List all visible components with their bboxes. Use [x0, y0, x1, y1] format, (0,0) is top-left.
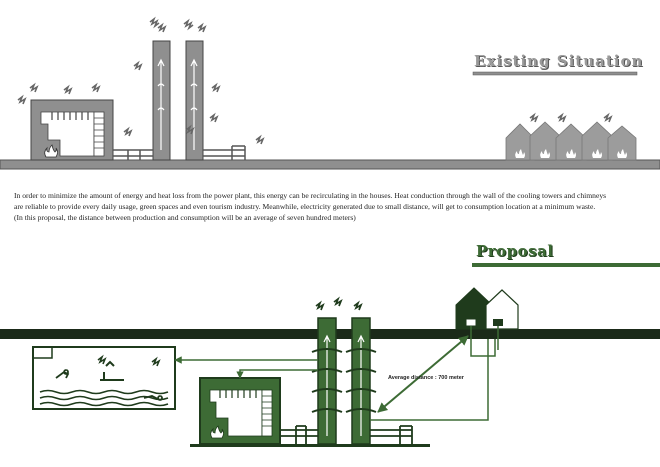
existing-heat-loss-icons [17, 16, 613, 145]
existing-pipe [113, 145, 246, 160]
proposal-recreation-pool [32, 346, 176, 410]
existing-title-underline [472, 71, 638, 76]
proposal-base-ground [190, 444, 430, 447]
proposal-diagram [0, 263, 660, 447]
proposal-chimney-right [345, 317, 377, 445]
existing-chimney-left [152, 40, 171, 161]
proposal-title-underline [472, 263, 660, 267]
existing-situation-title: Existing Situation [474, 52, 644, 70]
diving-board-icon [100, 360, 124, 381]
description-line-2: are reliable to provide every daily usag… [14, 202, 596, 211]
description-line-1: In order to minimize the amount of energ… [14, 191, 607, 200]
description-line-3: (In this proposal, the distance between … [14, 213, 356, 222]
house-outlet-left [465, 318, 477, 327]
proposal-fire-icon [210, 425, 224, 439]
proposal-chimney-left [311, 317, 343, 445]
house-outlet-right [493, 319, 503, 326]
existing-situation-diagram [0, 16, 660, 170]
distance-arrow [377, 335, 469, 413]
swimmer-icon-2 [143, 395, 163, 401]
existing-power-plant [30, 99, 114, 161]
proposal-pipe [280, 425, 413, 444]
proposal-title: Proposal [476, 242, 554, 260]
proposal-houses [455, 287, 519, 330]
heat-flow-to-plant [236, 369, 318, 379]
existing-ground [0, 159, 660, 170]
swimmer-icon [55, 369, 70, 379]
existing-houses [505, 121, 637, 161]
electricity-line-right [370, 339, 489, 421]
existing-chimney-right [185, 40, 204, 161]
existing-fire-icon [44, 144, 58, 158]
distance-annotation: Average distance : 700 meter [388, 375, 464, 381]
house-wire-left [470, 326, 496, 357]
proposal-power-plant [199, 377, 281, 445]
proposal-heat-icons [315, 296, 363, 311]
description-paragraph: In order to minimize the amount of energ… [14, 190, 654, 223]
existing-house-fire-icons [515, 149, 627, 158]
